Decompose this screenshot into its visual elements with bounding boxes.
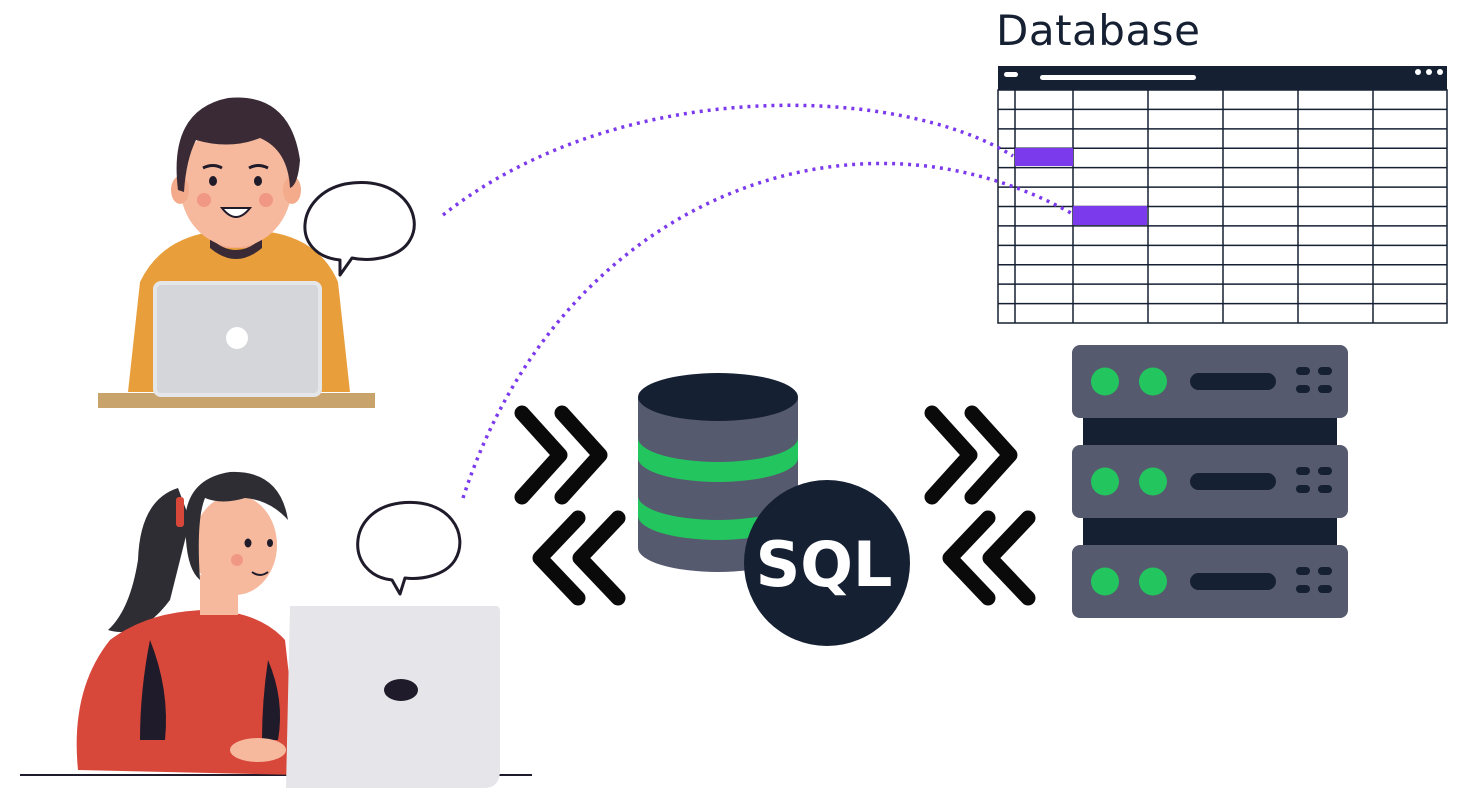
- laptop-logo-icon: [226, 327, 248, 349]
- speech-bubble-top: [303, 181, 416, 277]
- vent-icon: [1318, 367, 1332, 375]
- eye-icon: [244, 538, 252, 548]
- vent-icon: [1318, 485, 1332, 493]
- hair: [176, 97, 300, 192]
- vent-icon: [1296, 585, 1310, 593]
- highlighted-cell-2: [1073, 206, 1147, 225]
- server-rack-icon: [1072, 345, 1348, 618]
- window-dot-icon: [1437, 69, 1443, 75]
- drive-slot: [1190, 573, 1276, 590]
- highlighted-cell-1: [1015, 148, 1073, 166]
- connector-top: [441, 103, 1014, 217]
- hair: [184, 471, 288, 580]
- ponytail: [108, 488, 190, 632]
- window-dot-icon: [1426, 69, 1432, 75]
- status-led-icon: [1091, 567, 1119, 596]
- table-header-dot: [1004, 72, 1018, 77]
- vent-icon: [1296, 567, 1310, 575]
- connector-bottom: [461, 161, 1072, 499]
- eye-icon: [209, 176, 217, 186]
- eye-icon: [267, 539, 273, 547]
- laptop-logo-icon: [384, 679, 418, 701]
- status-led-icon: [1139, 467, 1167, 496]
- person-top: [98, 97, 375, 408]
- double-chevron-right-icon: [514, 405, 608, 505]
- eye-icon: [254, 176, 262, 186]
- status-led-icon: [1091, 467, 1119, 496]
- vent-icon: [1318, 385, 1332, 393]
- drive-slot: [1190, 473, 1276, 490]
- vent-icon: [1318, 585, 1332, 593]
- vent-icon: [1296, 367, 1310, 375]
- sql-badge: SQL: [744, 480, 910, 646]
- hair-tie: [176, 497, 184, 527]
- red-shirt: [76, 610, 301, 775]
- server-unit: [1072, 445, 1348, 518]
- server-unit: [1072, 545, 1348, 618]
- status-led-icon: [1139, 567, 1167, 596]
- vent-icon: [1318, 567, 1332, 575]
- speech-bubble-bottom: [356, 500, 462, 596]
- vent-icon: [1296, 485, 1310, 493]
- window-dot-icon: [1415, 69, 1421, 75]
- face: [193, 495, 277, 595]
- vent-icon: [1318, 467, 1332, 475]
- vent-icon: [1296, 385, 1310, 393]
- person-bottom: [20, 471, 532, 788]
- double-chevron-left-icon: [942, 510, 1036, 606]
- status-led-icon: [1091, 367, 1119, 396]
- database-table: [997, 66, 1448, 324]
- table-header-line: [1040, 75, 1196, 80]
- server-unit: [1072, 345, 1348, 418]
- sql-label: SQL: [756, 528, 893, 601]
- double-chevron-left-icon: [532, 510, 626, 606]
- drive-slot: [1190, 373, 1276, 390]
- status-led-icon: [1139, 367, 1167, 396]
- database-title: Database: [996, 6, 1201, 55]
- vent-icon: [1296, 467, 1310, 475]
- double-chevron-right-icon: [924, 405, 1018, 505]
- face: [180, 123, 292, 247]
